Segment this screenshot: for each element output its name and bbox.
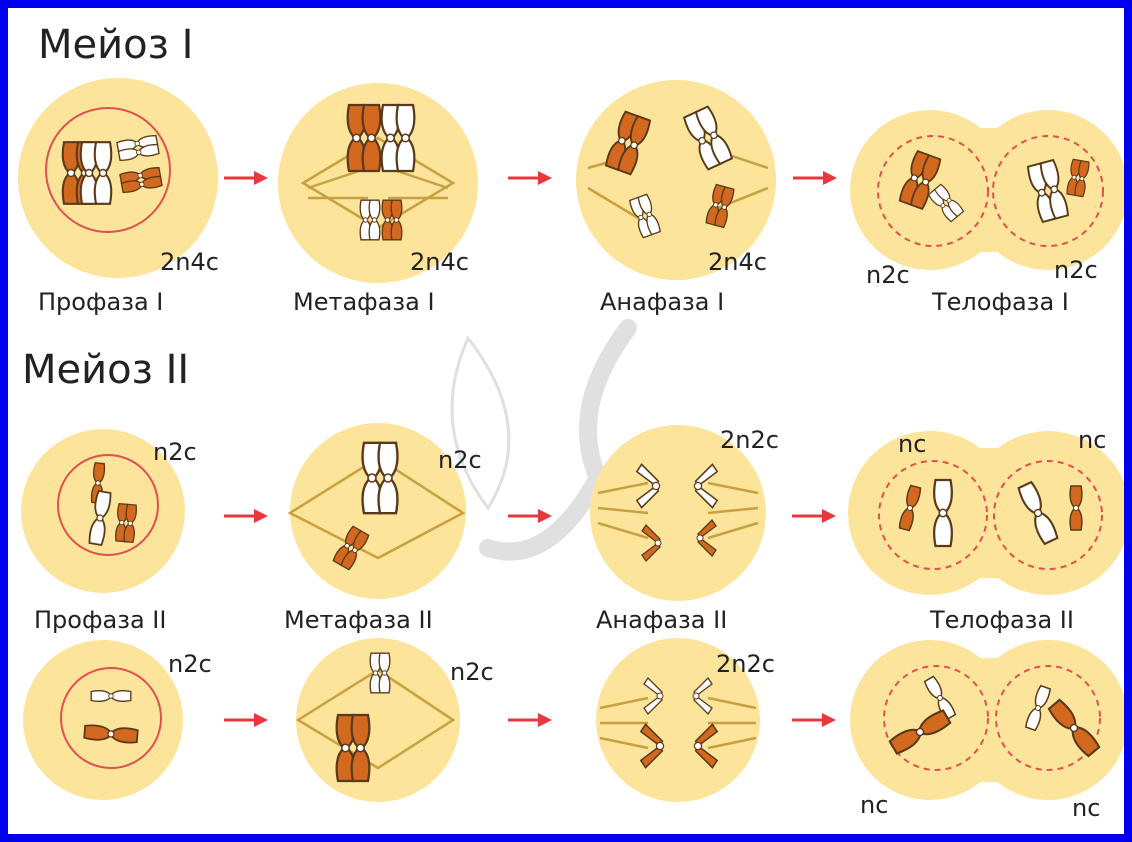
stage-label-telophase-2: Телофаза II xyxy=(929,606,1074,634)
arrow-right-icon xyxy=(224,171,268,185)
cell-metaphase-2b xyxy=(296,638,460,802)
ploidy-label: n2c xyxy=(450,658,494,686)
cell-prophase-2b xyxy=(23,640,183,800)
ploidy-label: 2n2c xyxy=(716,650,775,678)
chromosome xyxy=(348,105,381,171)
chromosome xyxy=(382,105,415,171)
stage-label-metaphase-2: Метафаза II xyxy=(284,606,433,634)
arrow-right-icon xyxy=(508,171,552,185)
cell-telophase-1 xyxy=(850,110,1124,270)
ploidy-label: 2n4c xyxy=(160,248,219,276)
stage-label-anaphase-2: Анафаза II xyxy=(596,606,727,634)
ploidy-label: n2c xyxy=(438,446,482,474)
ploidy-label: nc xyxy=(1072,794,1100,822)
ploidy-label: 2n4c xyxy=(410,248,469,276)
diagram-frame: Мейоз I Мейоз II 2n4c Профаза I 2n4c Мет… xyxy=(8,8,1124,834)
stage-label-anaphase-1: Анафаза I xyxy=(600,288,724,316)
ploidy-label: n2c xyxy=(1054,256,1098,284)
ploidy-label: n2c xyxy=(866,261,910,289)
ploidy-label: n2c xyxy=(153,438,197,466)
arrow-right-icon xyxy=(224,713,268,727)
meiosis-diagram: Мейоз I Мейоз II 2n4c Профаза I 2n4c Мет… xyxy=(8,8,1124,834)
ploidy-label: nc xyxy=(860,791,888,819)
arrow-right-icon xyxy=(508,509,552,523)
cell-telophase-2b xyxy=(850,640,1124,800)
ploidy-label: n2c xyxy=(168,650,212,678)
stage-label-telophase-1: Телофаза I xyxy=(931,288,1069,316)
arrow-right-icon xyxy=(793,171,837,185)
ploidy-label: nc xyxy=(898,430,926,458)
arrow-right-icon xyxy=(508,713,552,727)
arrow-right-icon xyxy=(792,509,836,523)
stage-label-metaphase-1: Метафаза I xyxy=(293,288,435,316)
stage-label-prophase-2: Профаза II xyxy=(34,606,166,634)
section-title-meiosis-1: Мейоз I xyxy=(38,22,193,68)
section-title-meiosis-2: Мейоз II xyxy=(22,347,189,393)
stage-label-prophase-1: Профаза I xyxy=(38,288,163,316)
arrow-right-icon xyxy=(792,713,836,727)
cell-telophase-2 xyxy=(848,431,1124,595)
ploidy-label: 2n4c xyxy=(708,248,767,276)
ploidy-label: nc xyxy=(1078,426,1106,454)
ploidy-label: 2n2c xyxy=(720,426,779,454)
arrow-right-icon xyxy=(224,509,268,523)
